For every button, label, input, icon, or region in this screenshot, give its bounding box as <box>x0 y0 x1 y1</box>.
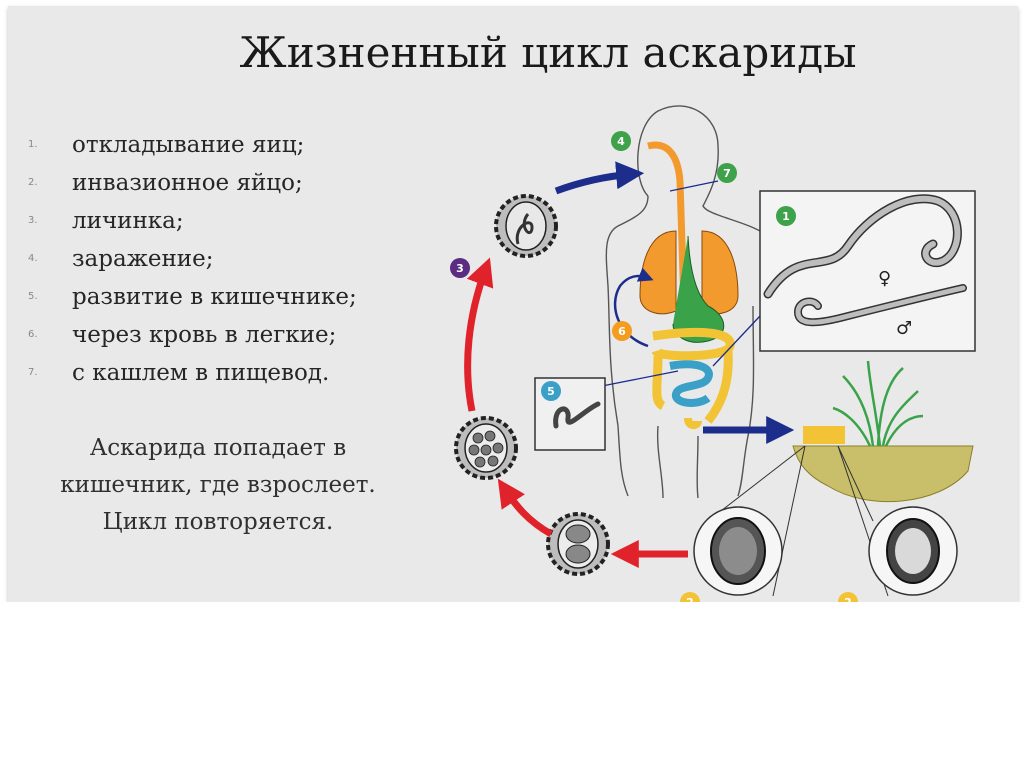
svg-text:1: 1 <box>782 210 790 223</box>
svg-text:4: 4 <box>617 135 625 148</box>
step-number: 6. <box>28 316 48 354</box>
badge-5: 5 <box>541 381 561 401</box>
badge-7: 7 <box>717 163 737 183</box>
egg-with-larva <box>496 196 556 256</box>
summary-text: Аскарида попадает в кишечник, где взросл… <box>48 430 388 541</box>
female-symbol: ♀ <box>878 268 891 289</box>
page-footer <box>0 602 1024 767</box>
badge-4: 4 <box>611 131 631 151</box>
egg-two-cell <box>548 514 608 574</box>
summary-line: кишечник, где взрослеет. <box>48 467 388 504</box>
life-cycle-diagram: ♀ ♂ <box>428 86 1008 602</box>
step-text: развитие в кишечнике; <box>72 278 357 316</box>
svg-text:7: 7 <box>723 167 731 180</box>
badge-6: 6 <box>612 321 632 341</box>
badge-3: 3 <box>450 258 470 278</box>
soil-with-grass <box>793 361 973 502</box>
step-text: с кашлем в пищевод. <box>72 354 329 392</box>
slide: Жизненный цикл аскариды 1. откладывание я… <box>8 6 1018 602</box>
svg-text:6: 6 <box>618 325 626 338</box>
magnified-egg-right <box>869 507 957 595</box>
step-number: 4. <box>28 240 48 278</box>
magnified-egg-left <box>694 507 782 595</box>
svg-text:5: 5 <box>547 385 555 398</box>
egg-morula <box>456 418 516 478</box>
step-text: инвазионное яйцо; <box>72 164 303 202</box>
summary-line: Цикл повторяется. <box>48 504 388 541</box>
step-number: 5. <box>28 278 48 316</box>
male-symbol: ♂ <box>896 318 912 339</box>
step-text: откладывание яиц; <box>72 126 304 164</box>
badge-2-left: 2 <box>680 592 700 602</box>
slide-title: Жизненный цикл аскариды <box>8 28 1018 77</box>
step-number: 1. <box>28 126 48 164</box>
step-number: 7. <box>28 354 48 392</box>
step-number: 2. <box>28 164 48 202</box>
step-text: заражение; <box>72 240 213 278</box>
step-text: личинка; <box>72 202 184 240</box>
badge-2-right: 2 <box>838 592 858 602</box>
svg-text:3: 3 <box>456 262 464 275</box>
step-text: через кровь в легкие; <box>72 316 336 354</box>
summary-line: Аскарида попадает в <box>48 430 388 467</box>
intestines <box>653 332 730 425</box>
badge-1: 1 <box>776 206 796 226</box>
step-number: 3. <box>28 202 48 240</box>
